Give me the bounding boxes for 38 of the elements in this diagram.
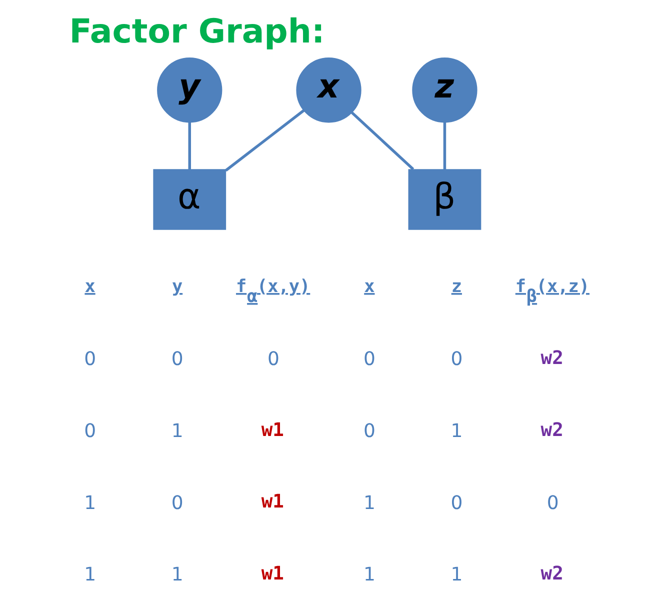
node-box: α	[153, 169, 226, 230]
connector	[351, 112, 414, 170]
label: w2	[540, 420, 564, 441]
connector	[224, 109, 305, 172]
label: w1	[261, 492, 284, 513]
label: 1	[171, 564, 184, 586]
label: w1	[261, 420, 284, 441]
label: 0	[364, 349, 376, 370]
label: 0	[84, 349, 96, 370]
connector	[443, 122, 446, 170]
label: 0	[171, 492, 184, 514]
label: 0	[364, 420, 376, 442]
label: z	[451, 276, 462, 297]
label: w2	[540, 348, 564, 370]
node-circle: x	[296, 58, 362, 123]
label: x	[84, 276, 96, 297]
label: w1	[261, 563, 284, 584]
label: w2	[540, 563, 564, 584]
label: 1	[84, 492, 96, 514]
node-circle: z	[412, 58, 478, 123]
node-box: β	[408, 169, 482, 230]
node-circle: y	[157, 58, 222, 123]
connector	[188, 122, 191, 170]
label: 0	[267, 349, 280, 370]
label: 0	[171, 349, 184, 370]
label: 0	[84, 420, 96, 442]
diagram-title: Factor Graph:	[69, 12, 325, 51]
label: 1	[84, 564, 96, 586]
label: 0	[546, 492, 559, 514]
label: x	[364, 276, 375, 297]
label: 1	[450, 420, 463, 442]
label: 1	[364, 564, 376, 586]
label: 1	[171, 420, 184, 442]
label: 0	[450, 349, 463, 370]
label: y	[172, 276, 183, 297]
label: 1	[364, 492, 376, 514]
label: 0	[450, 492, 463, 514]
label: 1	[450, 564, 463, 586]
